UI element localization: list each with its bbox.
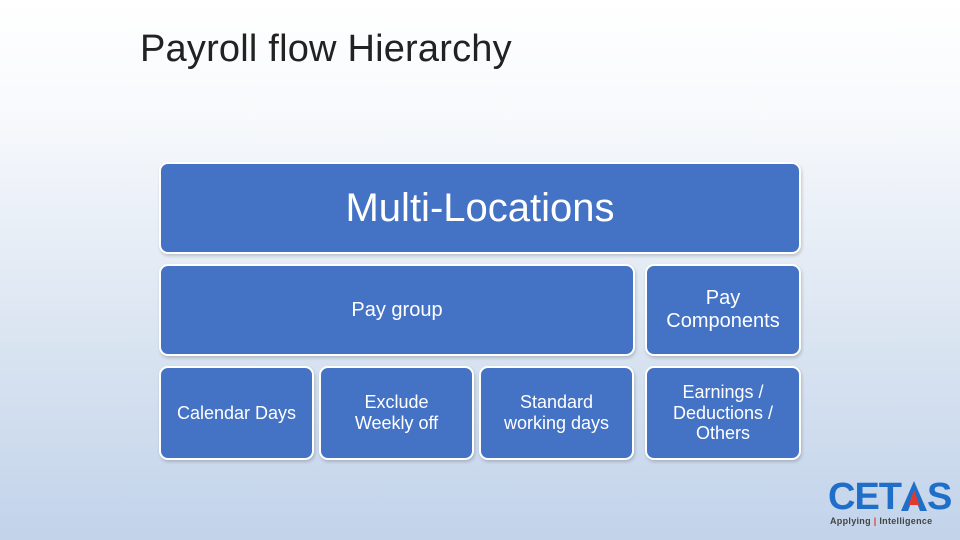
logo-word-right: S bbox=[927, 476, 952, 518]
logo-a-mark bbox=[901, 479, 927, 511]
pay-group-label: Pay group bbox=[351, 298, 443, 321]
logo-tagline-divider: | bbox=[873, 516, 877, 526]
slide-title: Payroll flow Hierarchy bbox=[140, 28, 512, 70]
calendar-days-label: Calendar Days bbox=[176, 402, 297, 423]
pay-components-box: Pay Components bbox=[645, 264, 801, 356]
standard-working-days-box: Standard working days bbox=[479, 366, 634, 460]
earnings-deductions-label: Earnings / Deductions / Others bbox=[672, 381, 774, 444]
standard-working-days-label: Standard working days bbox=[503, 392, 610, 433]
logo-word-left: CET bbox=[828, 476, 902, 518]
multi-locations-box: Multi-Locations bbox=[159, 162, 801, 254]
logo-tagline: Applying | Intelligence bbox=[830, 516, 932, 526]
exclude-weekly-off-box: Exclude Weekly off bbox=[319, 366, 474, 460]
logo-wordmark: CET S bbox=[828, 476, 952, 518]
calendar-days-box: Calendar Days bbox=[159, 366, 314, 460]
logo-tagline-left: Applying bbox=[830, 516, 871, 526]
pay-components-label: Pay Components bbox=[666, 287, 780, 332]
multi-locations-label: Multi-Locations bbox=[345, 186, 615, 230]
exclude-weekly-off-label: Exclude Weekly off bbox=[354, 392, 439, 433]
cetas-logo: CET S Applying | Intelligence bbox=[828, 478, 952, 528]
earnings-deductions-box: Earnings / Deductions / Others bbox=[645, 366, 801, 460]
logo-tagline-right: Intelligence bbox=[879, 516, 933, 526]
pay-group-box: Pay group bbox=[159, 264, 635, 356]
